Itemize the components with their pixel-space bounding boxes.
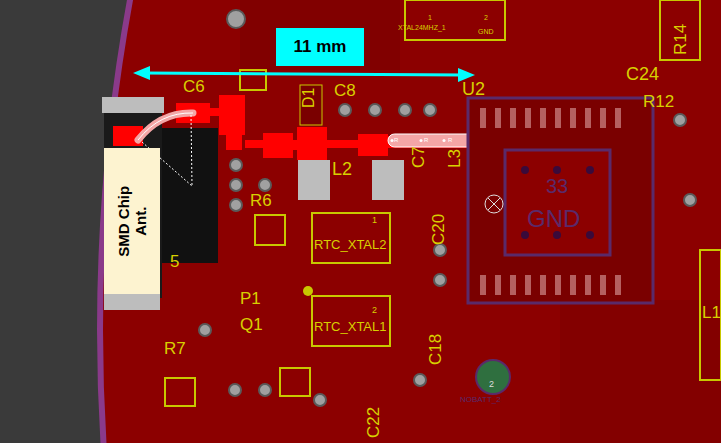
silkscreen-label: L2 bbox=[332, 160, 352, 178]
silkscreen-label: GND bbox=[478, 28, 494, 35]
silkscreen-label: 1 bbox=[428, 14, 432, 21]
silkscreen-label: C7 bbox=[410, 146, 427, 168]
silkscreen-label: L3 bbox=[446, 149, 463, 168]
silkscreen-label: D1 bbox=[301, 88, 317, 108]
callout-text: SMD Chip Ant. bbox=[115, 178, 150, 264]
silkscreen-label: 1 bbox=[372, 216, 377, 225]
silkscreen-label: C8 bbox=[334, 82, 356, 99]
silkscreen-label: RTC_XTAL1 bbox=[314, 320, 387, 333]
silkscreen-label: C18 bbox=[427, 334, 444, 365]
silkscreen-label: 2 bbox=[489, 380, 494, 389]
silkscreen-label: R6 bbox=[250, 192, 272, 209]
silkscreen-label: 2 bbox=[372, 306, 377, 315]
silkscreen-label: C22 bbox=[365, 407, 382, 438]
silkscreen-label: R14 bbox=[672, 24, 689, 55]
silkscreen-label: GND bbox=[527, 207, 580, 231]
silkscreen-label: C20 bbox=[430, 214, 447, 245]
silkscreen-label: NOBATT_2 bbox=[460, 396, 501, 404]
silkscreen-label: 2 bbox=[484, 14, 488, 21]
antenna-callout: SMD Chip Ant. bbox=[104, 148, 160, 294]
silkscreen-label: R12 bbox=[643, 93, 674, 110]
silkscreen-label: C6 bbox=[183, 78, 205, 95]
silkscreen-label: R bbox=[394, 137, 398, 143]
silkscreen-label: U2 bbox=[462, 80, 485, 98]
callout-text: 11 mm bbox=[294, 37, 347, 57]
silkscreen-label: RTC_XTAL2 bbox=[314, 238, 387, 251]
silkscreen-label: P1 bbox=[240, 290, 261, 307]
silkscreen-label: 5 bbox=[170, 253, 179, 270]
silkscreen-label: L1 bbox=[702, 304, 721, 321]
silkscreen-label: C24 bbox=[626, 65, 659, 83]
silkscreen-label: R bbox=[448, 137, 452, 143]
silkscreen-label: XTAL24MHZ_1 bbox=[398, 24, 446, 31]
dimension-box: 11 mm bbox=[276, 28, 364, 66]
silkscreen-label: 33 bbox=[546, 176, 568, 196]
silkscreen-label: R7 bbox=[164, 340, 186, 357]
silkscreen-label: R bbox=[424, 137, 428, 143]
silkscreen-label: Q1 bbox=[240, 316, 263, 333]
